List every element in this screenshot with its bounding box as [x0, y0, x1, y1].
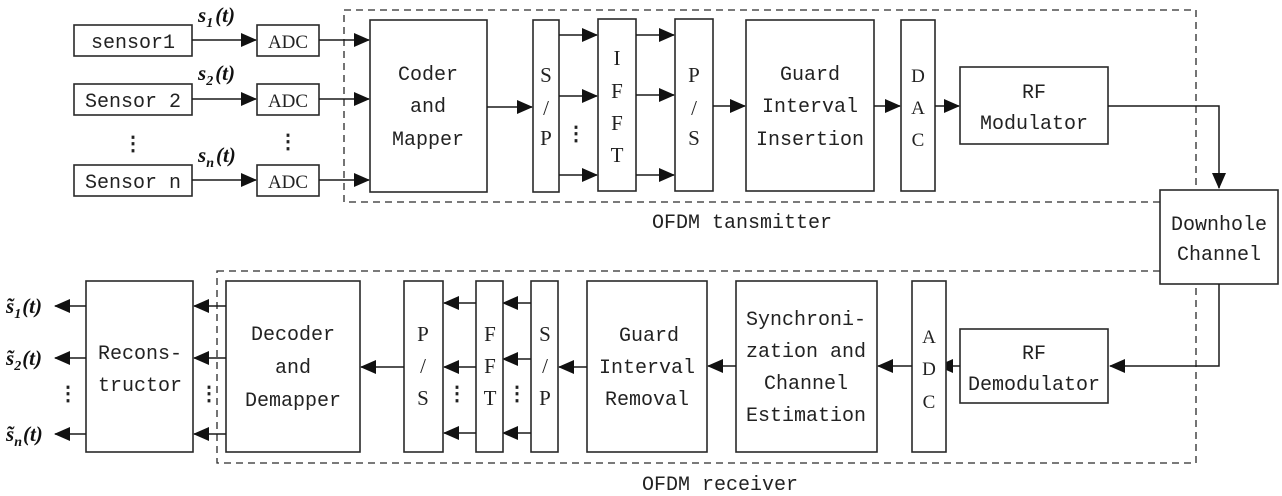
output-label-sn: s̃n(t): [5, 422, 43, 450]
downhole-channel-block: Downhole Channel: [1159, 189, 1279, 285]
svg-text:P: P: [539, 386, 551, 410]
svg-text:A: A: [911, 98, 925, 119]
tx-sp-ellipsis: ⋮: [566, 123, 586, 145]
ifft-block: I F F T: [597, 18, 637, 192]
svg-text:Sensor n: Sensor n: [85, 172, 181, 195]
signal-label-s2: s2(t): [197, 61, 235, 89]
coder-mapper-block: Coder and Mapper: [369, 19, 488, 193]
svg-text:Synchroni-: Synchroni-: [746, 309, 866, 332]
svg-text:Coder: Coder: [398, 64, 458, 87]
sensor-ellipsis: ⋮: [123, 133, 143, 155]
svg-text:Demapper: Demapper: [245, 390, 341, 413]
wire-channel-rfdemod: [1109, 284, 1220, 373]
svg-text:P: P: [540, 126, 552, 150]
rx-adc-block: A D C: [911, 280, 947, 453]
rx-parallel-serial-block: P / S: [403, 280, 444, 453]
svg-text:C: C: [912, 130, 925, 151]
adc-2-block: ADC: [256, 83, 320, 116]
svg-text:/: /: [542, 354, 548, 378]
svg-text:sensor1: sensor1: [91, 32, 175, 55]
rx-serial-parallel-block: S / P: [530, 280, 559, 453]
svg-text:ADC: ADC: [268, 172, 308, 193]
reconstructor-block: Recons- tructor: [85, 280, 194, 453]
svg-text:Insertion: Insertion: [756, 129, 864, 152]
svg-text:T: T: [611, 143, 624, 167]
svg-text:Removal: Removal: [605, 389, 689, 412]
receiver-group: [216, 270, 1197, 464]
transmitter-group-label: OFDM tansmitter: [652, 212, 832, 235]
rf-demodulator-block: RF Demodulator: [959, 328, 1109, 404]
svg-text:Mapper: Mapper: [392, 129, 464, 152]
adc-1-block: ADC: [256, 24, 320, 57]
wire-rf-channel: [1108, 105, 1226, 189]
sensor-1-block: sensor1: [73, 24, 193, 57]
svg-text:I: I: [614, 46, 621, 70]
svg-text:/: /: [543, 96, 549, 120]
svg-text:T: T: [484, 386, 497, 410]
svg-text:Estimation: Estimation: [746, 405, 866, 428]
svg-text:A: A: [922, 327, 936, 348]
rx-sp-ellipsis: ⋮: [507, 383, 527, 405]
rx-fft-ellipsis: ⋮: [447, 383, 467, 405]
svg-text:S: S: [688, 126, 700, 150]
svg-text:RF: RF: [1022, 343, 1046, 366]
svg-text:Downhole: Downhole: [1171, 214, 1267, 237]
svg-text:F: F: [611, 111, 623, 135]
svg-text:ADC: ADC: [268, 32, 308, 53]
signal-label-s1: s1(t): [197, 3, 235, 31]
fft-block: F F T: [475, 280, 504, 453]
tx-serial-parallel-block: S / P: [532, 19, 560, 193]
svg-text:P: P: [688, 63, 700, 87]
svg-text:S: S: [417, 386, 429, 410]
svg-text:Interval: Interval: [762, 96, 858, 119]
svg-text:and: and: [410, 96, 446, 119]
svg-text:C: C: [923, 392, 936, 413]
svg-text:P: P: [417, 322, 429, 346]
output-label-s1: s̃1(t): [5, 294, 42, 322]
sync-channel-estimation-block: Synchroni- zation and Channel Estimation: [735, 280, 878, 453]
signal-label-sn: sn(t): [197, 143, 236, 171]
decoder-ellipsis: ⋮: [199, 383, 219, 405]
svg-text:S: S: [539, 322, 551, 346]
dac-block: D A C: [900, 19, 936, 192]
svg-text:Modulator: Modulator: [980, 113, 1088, 136]
guard-interval-removal-block: Guard Interval Removal: [586, 280, 708, 453]
adc-n-block: ADC: [256, 164, 320, 197]
output-ellipsis: ⋮: [58, 383, 78, 405]
svg-text:Recons-: Recons-: [98, 343, 182, 366]
svg-text:F: F: [611, 79, 623, 103]
sensor-n-block: Sensor n: [73, 164, 193, 197]
svg-text:Interval: Interval: [599, 357, 695, 380]
svg-text:D: D: [911, 66, 925, 87]
svg-text:Channel: Channel: [1177, 244, 1261, 267]
svg-text:/: /: [691, 96, 697, 120]
sensor-2-block: Sensor 2: [73, 83, 193, 116]
tx-parallel-serial-block: P / S: [674, 18, 714, 192]
svg-text:/: /: [420, 354, 426, 378]
svg-text:Channel: Channel: [764, 373, 848, 396]
svg-text:Demodulator: Demodulator: [968, 374, 1100, 397]
svg-text:Guard: Guard: [780, 64, 840, 87]
svg-text:and: and: [275, 357, 311, 380]
svg-text:zation and: zation and: [746, 341, 866, 364]
output-label-s2: s̃2(t): [5, 346, 42, 374]
svg-text:tructor: tructor: [98, 375, 182, 398]
svg-text:S: S: [540, 63, 552, 87]
svg-text:F: F: [484, 354, 496, 378]
svg-text:Decoder: Decoder: [251, 324, 335, 347]
svg-text:ADC: ADC: [268, 91, 308, 112]
svg-text:D: D: [922, 359, 936, 380]
svg-text:Sensor 2: Sensor 2: [85, 91, 181, 114]
svg-text:Guard: Guard: [619, 325, 679, 348]
guard-interval-insertion-block: Guard Interval Insertion: [745, 19, 875, 192]
adc-ellipsis: ⋮: [278, 131, 298, 153]
decoder-demapper-block: Decoder and Demapper: [225, 280, 361, 453]
svg-text:F: F: [484, 322, 496, 346]
rf-modulator-block: RF Modulator: [959, 66, 1109, 145]
svg-text:RF: RF: [1022, 82, 1046, 105]
receiver-group-label: OFDM receiver: [642, 474, 798, 496]
